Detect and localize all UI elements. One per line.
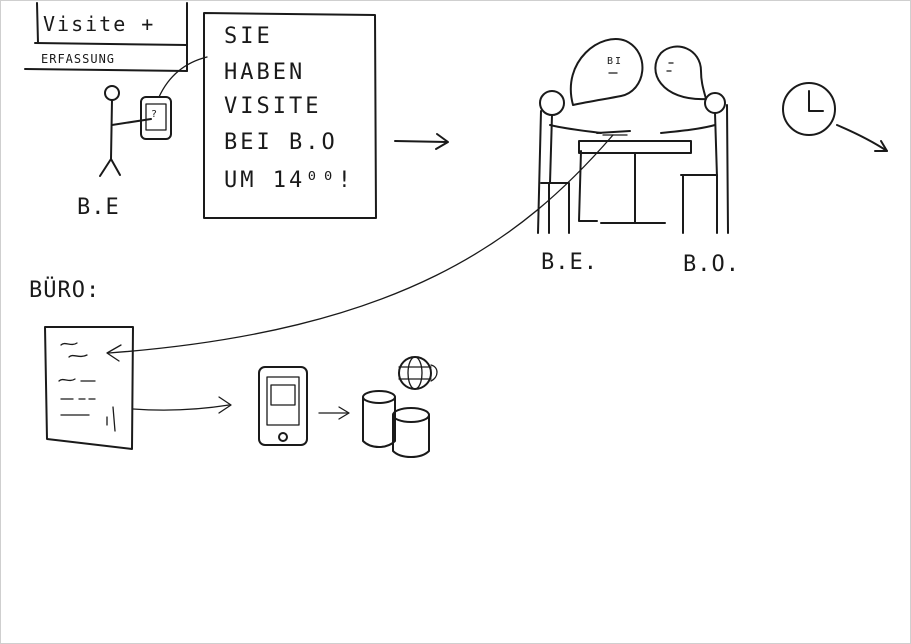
message-note: SIE HABEN VISITE BEI B.O UM 14⁰⁰! xyxy=(203,12,377,219)
svg-text:?: ? xyxy=(151,109,159,120)
document-icon xyxy=(44,326,134,450)
person-label: B.E xyxy=(77,195,120,220)
meeting-label-left: B.E. xyxy=(541,250,598,275)
office-label: BÜRO: xyxy=(29,277,100,303)
message-line-3: VISITE xyxy=(224,94,321,119)
message-line-5: UM 14⁰⁰! xyxy=(224,168,354,193)
arrow-down-right-icon xyxy=(836,124,888,152)
database-icon xyxy=(362,390,430,458)
arrow-right-icon xyxy=(394,133,449,150)
globe-icon xyxy=(398,356,438,390)
meeting-scene: BI xyxy=(537,38,729,234)
arrow-to-database-icon xyxy=(318,406,350,420)
message-line-1: SIE xyxy=(224,24,273,49)
person-icon xyxy=(99,85,152,177)
phone-icon: ? xyxy=(140,96,172,140)
bubble-text: BI xyxy=(607,56,623,67)
return-arrow-curve xyxy=(108,134,614,354)
clock-icon xyxy=(782,82,836,136)
title-line-1: Visite + xyxy=(43,12,155,36)
phone-to-note-line xyxy=(158,56,208,98)
message-line-4: BEI B.O xyxy=(224,130,338,155)
message-line-2: HABEN xyxy=(224,60,305,85)
meeting-label-right: B.O. xyxy=(683,252,740,277)
title-line-2: ERFASSUNG xyxy=(41,52,115,66)
return-arrow-head xyxy=(106,344,122,362)
smartphone-icon xyxy=(258,366,308,446)
title-box: Visite + ERFASSUNG xyxy=(24,2,188,72)
arrow-to-phone-icon xyxy=(132,396,232,414)
